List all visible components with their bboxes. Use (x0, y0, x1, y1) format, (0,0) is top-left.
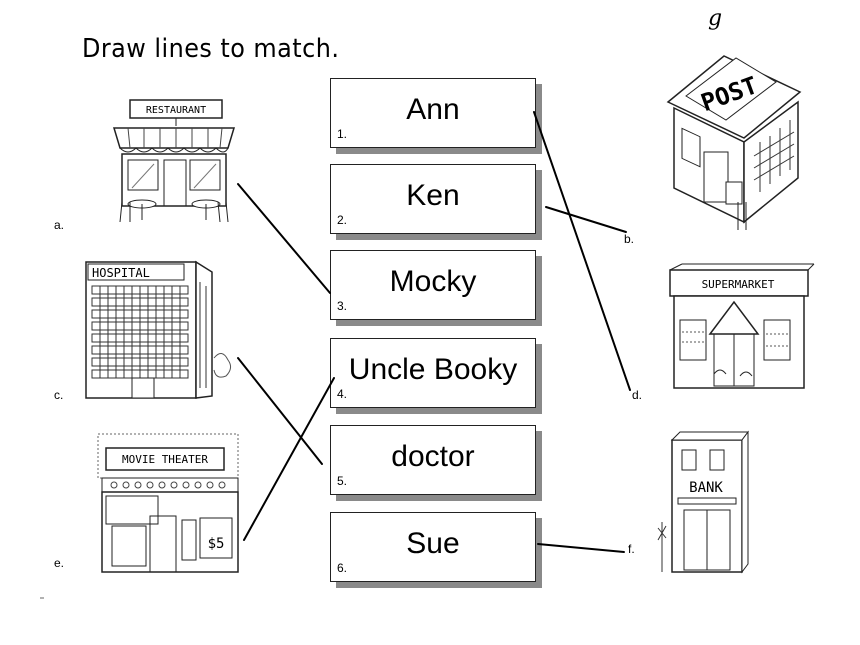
restaurant-icon: RESTAURANT (112, 99, 236, 223)
line-ken-post (545, 206, 627, 233)
line-restaurant-mocky (237, 183, 331, 294)
letter-e: e. (54, 556, 65, 570)
movie-theater-icon: MOVIE THEATER $5 (97, 433, 239, 573)
name-box-2[interactable]: 2. Ken (330, 164, 536, 234)
name-number: 1. (337, 127, 348, 141)
name-text: Ann (406, 93, 460, 126)
bank-icon: BANK (657, 430, 749, 574)
theater-sign: MOVIE THEATER (122, 453, 208, 466)
name-number: 3. (337, 299, 348, 313)
line-theater-uncle-booky (243, 377, 335, 541)
name-number: 6. (337, 561, 348, 575)
name-text: Ken (406, 179, 460, 212)
name-number: 2. (337, 213, 348, 227)
supermarket-icon: SUPERMARKET (669, 263, 815, 389)
line-hospital-doctor (237, 357, 323, 465)
letter-c: c. (54, 388, 64, 402)
bank-sign: BANK (689, 480, 723, 496)
name-number: 5. (337, 474, 348, 488)
name-box-5[interactable]: 5. doctor (330, 425, 536, 495)
hospital-sign: HOSPITAL (92, 266, 150, 280)
name-number: 4. (337, 387, 348, 401)
name-text: Mocky (389, 265, 477, 298)
restaurant-sign: RESTAURANT (146, 105, 206, 116)
name-box-6[interactable]: 6. Sue (330, 512, 536, 582)
name-box-3[interactable]: 3. Mocky (330, 250, 536, 320)
ticket-price: $5 (208, 536, 225, 552)
name-text: doctor (391, 440, 475, 473)
name-box-1[interactable]: 1. Ann (330, 78, 536, 148)
name-text: Sue (406, 527, 460, 560)
hospital-icon: HOSPITAL (85, 260, 232, 399)
line-sue-bank (537, 543, 625, 553)
name-text: Uncle Booky (348, 353, 518, 386)
stray-mark: g (708, 6, 723, 31)
instruction-text: Draw lines to match. (82, 34, 340, 64)
letter-f: f. (628, 542, 635, 556)
line-ann-supermarket (533, 111, 631, 391)
post-office-icon: POST (666, 55, 802, 230)
supermarket-sign: SUPERMARKET (702, 278, 775, 291)
letter-d: d. (632, 388, 643, 402)
letter-b: b. (624, 232, 635, 246)
letter-a: a. (54, 218, 65, 232)
name-box-4[interactable]: 4. Uncle Booky (330, 338, 536, 408)
